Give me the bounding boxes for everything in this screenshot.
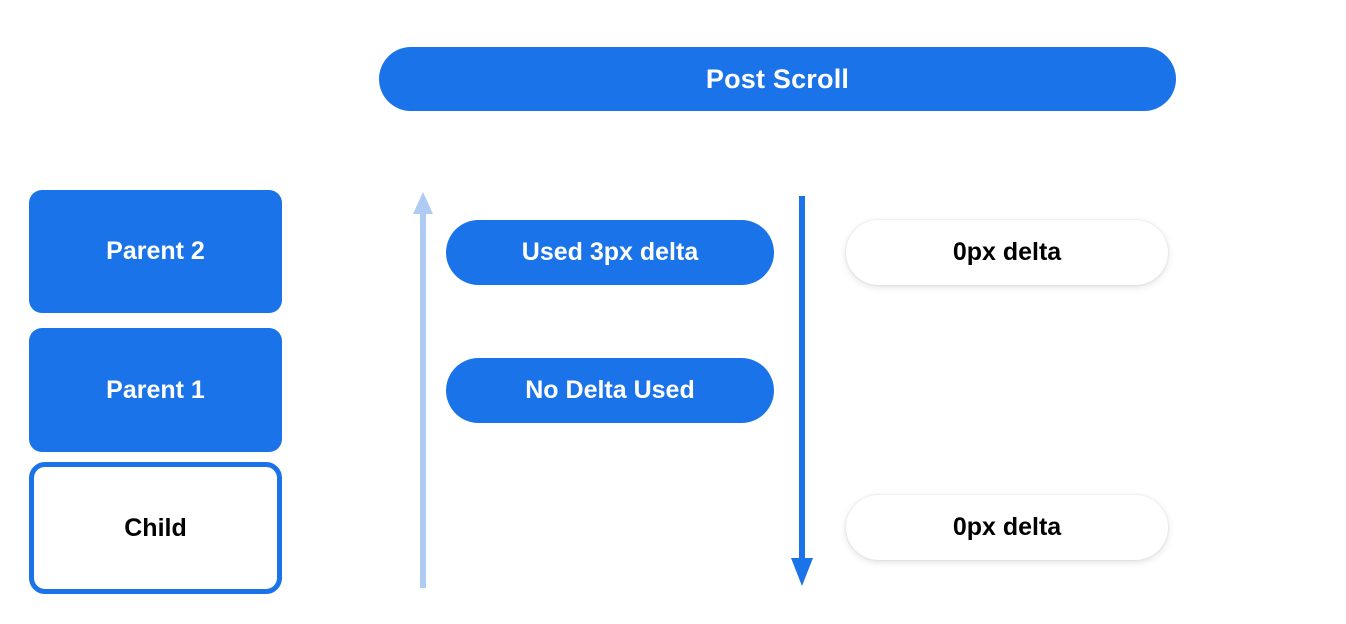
page-title: Post Scroll — [705, 63, 850, 94]
scroll-box-parent-2: Parent 2 — [29, 190, 282, 313]
delta-pill-used: Used 3px delta — [446, 220, 774, 285]
delta-pill-unused: No Delta Used — [446, 358, 774, 423]
scroll-box-label: Child — [124, 513, 187, 542]
diagram-title-banner: Post Scroll — [379, 47, 1176, 111]
result-pill-label: 0px delta — [952, 513, 1062, 541]
arrow-down-icon — [787, 190, 817, 588]
arrow-up-icon — [408, 190, 438, 588]
scroll-box-label: Parent 2 — [106, 237, 205, 265]
delta-pill-label: No Delta Used — [525, 376, 695, 404]
scroll-box-child: Child — [29, 462, 282, 594]
result-pill-bottom: 0px delta — [846, 495, 1168, 560]
delta-pill-label: Used 3px delta — [521, 238, 699, 266]
result-pill-top: 0px delta — [846, 220, 1168, 285]
result-pill-label: 0px delta — [952, 238, 1062, 266]
scroll-box-parent-1: Parent 1 — [29, 328, 282, 452]
scroll-box-label: Parent 1 — [106, 375, 205, 404]
